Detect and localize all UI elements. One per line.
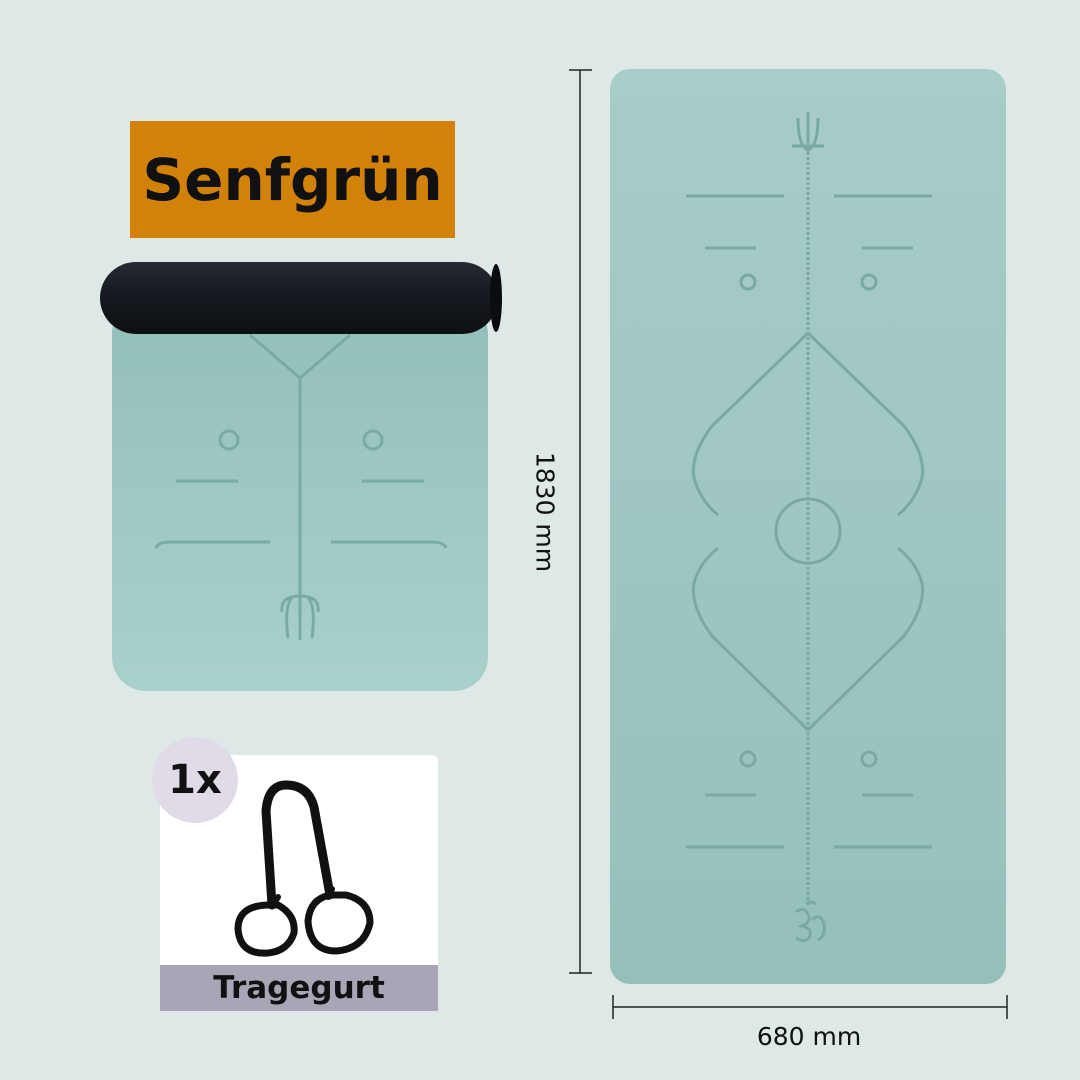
rolled-mat-guide-lines	[154, 333, 448, 640]
length-dimension-line	[569, 69, 592, 974]
width-dimension-line	[612, 995, 1008, 1019]
color-name-label: Senfgrün	[130, 121, 455, 238]
rolled-mat	[100, 262, 502, 691]
mat-roll	[100, 262, 498, 334]
width-dimension-text: 680 mm	[756, 1022, 862, 1051]
flat-mat	[610, 69, 1006, 984]
strap-icon	[234, 780, 374, 957]
flat-mat-guide-lines	[686, 112, 932, 943]
accessory-name: Tragegurt	[160, 965, 438, 1011]
quantity-badge: 1x	[152, 737, 238, 823]
length-dimension-text: 1830 mm	[530, 451, 560, 573]
flat-mat-surface	[610, 69, 1006, 984]
